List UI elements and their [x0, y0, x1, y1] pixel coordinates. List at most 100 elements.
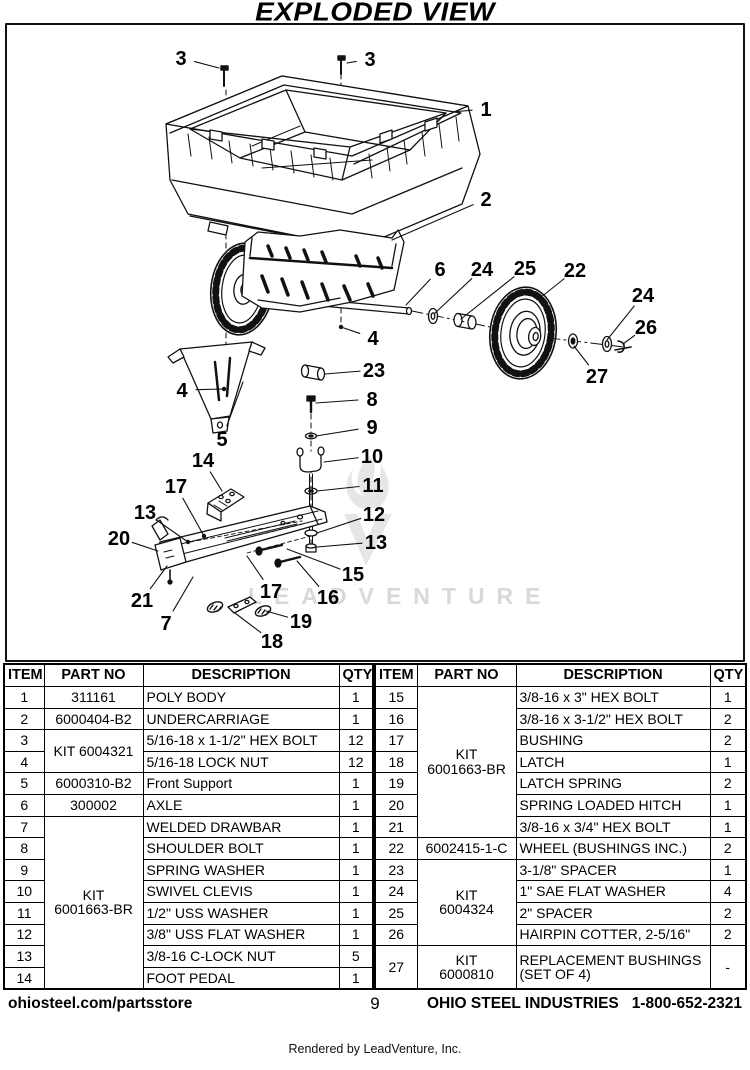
axle-hardware-right-drawing: [548, 333, 633, 353]
quantity-cell: 1: [709, 750, 747, 774]
callout-label: 17: [165, 476, 187, 498]
callout-leader-line: [606, 305, 635, 341]
spring-washer-drawing: [567, 333, 579, 349]
shoulder-bolt-drawing: [306, 395, 316, 414]
description-cell: 2" SPACER: [515, 901, 711, 925]
description-cell: WHEEL (BUSHINGS INC.): [515, 837, 711, 860]
leadventure-watermark-logo: [344, 456, 392, 566]
callout-leader-line: [346, 60, 357, 64]
description-cell: AXLE: [142, 793, 340, 817]
quantity-cell: 2: [709, 837, 747, 860]
callout-leader-line: [149, 565, 168, 590]
callout-label: 1: [480, 99, 491, 121]
callout-label: 20: [108, 528, 130, 550]
callout-target-dot: [221, 386, 227, 392]
quantity-cell: -: [709, 945, 747, 990]
callout-label: 21: [131, 590, 153, 612]
quantity-cell: 2: [709, 923, 747, 947]
quantity-cell: 1: [338, 772, 374, 795]
description-cell: SPRING LOADED HITCH: [515, 793, 711, 817]
callout-label: 15: [342, 564, 364, 586]
item-number-cell: 4: [3, 750, 45, 774]
page-number: 9: [370, 994, 380, 1013]
callout-leader-line: [573, 345, 590, 366]
quantity-cell: 1: [338, 858, 374, 882]
part-number-cell: 6000404-B2: [43, 707, 144, 731]
callout-leader-line: [265, 610, 289, 618]
callout-label: 14: [192, 450, 215, 472]
callout-target-dot: [201, 533, 207, 539]
part-number-cell: KIT 6001663-BR: [416, 685, 517, 839]
callout-label: 24: [632, 285, 655, 307]
col-header-item: ITEM: [3, 663, 45, 687]
quantity-cell: 1: [338, 707, 374, 731]
callout-label: 13: [134, 502, 156, 524]
description-cell: 3-1/8" SPACER: [515, 858, 711, 882]
flat-washer-drawing: [601, 335, 613, 353]
callout-leader-line: [539, 278, 565, 299]
description-cell: SPRING WASHER: [142, 858, 340, 882]
callout-leader-line: [324, 370, 361, 375]
callout-leader-line: [193, 61, 220, 69]
description-cell: 3/8" USS FLAT WASHER: [142, 923, 340, 947]
col-header-partno: PART NO: [416, 663, 517, 687]
col-header-description: DESCRIPTION: [515, 663, 711, 687]
callout-leader-line: [195, 388, 225, 391]
hex-bolt-drawing: [255, 543, 302, 568]
leadventure-watermark-text: LEADVENTURE: [248, 583, 553, 609]
part-number-cell: 6000310-B2: [43, 772, 144, 795]
item-number-cell: 6: [3, 793, 45, 817]
spacer-drawing: [453, 312, 477, 330]
quantity-cell: 1: [338, 880, 374, 903]
item-number-cell: 25: [374, 901, 418, 925]
item-number-cell: 13: [3, 945, 45, 968]
description-cell: REPLACEMENT BUSHINGS (SET OF 4): [515, 945, 711, 990]
callout-target-dot: [338, 324, 344, 330]
callout-label: 17: [260, 581, 282, 603]
item-number-cell: 17: [374, 729, 418, 752]
callout-leader-line: [405, 278, 431, 306]
callout-leader-line: [622, 334, 636, 345]
part-number-cell: 311161: [43, 686, 144, 709]
part-number-cell: KIT 6004321: [43, 729, 144, 774]
parts-store-link[interactable]: ohiosteel.com/partsstore: [8, 995, 193, 1012]
description-cell: BUSHING: [515, 729, 711, 752]
callout-leader-line: [246, 555, 264, 581]
callout-leader-line: [234, 612, 262, 634]
callout-label: 3: [364, 49, 375, 71]
item-number-cell: 20: [374, 793, 418, 817]
flat-washer-drawing: [304, 529, 318, 537]
item-number-cell: 23: [374, 858, 418, 882]
item-number-cell: 9: [3, 858, 45, 882]
part-number-cell: KIT 6000810: [416, 945, 517, 990]
callout-leader-line: [315, 428, 359, 437]
quantity-cell: 1: [338, 686, 374, 709]
callout-leader-line: [340, 326, 361, 334]
callout-label: 11: [362, 475, 383, 497]
part-number-cell: 300002: [43, 793, 144, 817]
exploded-view-diagram: LEADVENTURE: [5, 23, 745, 662]
quantity-cell: 1: [709, 858, 747, 882]
description-cell: SWIVEL CLEVIS: [142, 880, 340, 903]
item-number-cell: 27: [374, 945, 418, 990]
callout-label: 3: [175, 48, 186, 70]
description-cell: 3/8-16 x 3" HEX BOLT: [515, 686, 711, 709]
item-number-cell: 21: [374, 815, 418, 839]
callout-leader-line: [209, 471, 223, 492]
part-number-cell: KIT 6004324: [416, 858, 517, 947]
col-header-qty: QTY: [709, 663, 747, 687]
callout-label: 23: [363, 360, 385, 382]
quantity-cell: 2: [709, 707, 747, 731]
callout-label: 27: [586, 366, 608, 388]
